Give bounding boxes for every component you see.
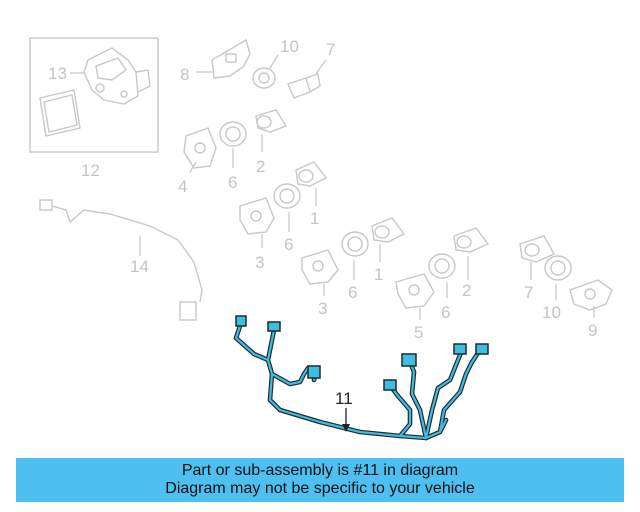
label-2-a: 2	[256, 157, 265, 176]
ring-part-6-d: 6	[428, 253, 456, 322]
sensor-part-2-b: 2	[453, 227, 490, 300]
info-banner: Part or sub-assembly is #11 in diagram D…	[16, 458, 624, 502]
label-10-top: 10	[280, 37, 299, 56]
label-6-c: 6	[348, 283, 357, 302]
label-6-a: 6	[228, 173, 237, 192]
ring-part-6-a: 6	[219, 121, 247, 192]
label-4: 4	[178, 177, 187, 196]
label-3-b: 3	[318, 299, 327, 318]
label-6-b: 6	[284, 235, 293, 254]
connector-icon	[453, 343, 467, 355]
label-1-a: 1	[310, 209, 319, 228]
label-14: 14	[130, 257, 149, 276]
bracket-part-9: 9	[569, 279, 613, 340]
sensor-part-1-b: 1	[371, 217, 406, 284]
connector-icon	[235, 315, 247, 327]
connector-icon	[307, 365, 321, 379]
bracket-part-3-a: 3	[239, 197, 275, 272]
ring-part-10-top: 10	[252, 37, 299, 89]
bracket-part-8: 8	[180, 38, 251, 84]
wiring-harness-part-11: 11	[233, 315, 489, 441]
control-module	[39, 89, 81, 137]
label-3-a: 3	[255, 253, 264, 272]
ring-part-6-c: 6	[341, 231, 369, 302]
label-7-top: 7	[326, 40, 335, 59]
bracket-part-5: 5	[395, 273, 435, 342]
label-2-b: 2	[462, 281, 471, 300]
banner-line-1: Part or sub-assembly is #11 in diagram	[181, 462, 459, 479]
banner-line-2: Diagram may not be specific to your vehi…	[165, 480, 475, 497]
label-12: 12	[81, 161, 100, 180]
label-13: 13	[48, 64, 67, 83]
label-7-b: 7	[524, 283, 533, 302]
connector-icon	[401, 353, 417, 367]
label-5: 5	[414, 323, 423, 342]
label-10-b: 10	[542, 303, 561, 322]
label-9: 9	[588, 321, 597, 340]
ring-part-6-b: 6	[273, 183, 301, 254]
parts-diagram: 13 12 8 10 7 4 6 2	[29, 37, 613, 441]
module-box: 13	[29, 37, 159, 153]
connector-icon	[267, 321, 281, 332]
connector-icon	[383, 379, 397, 391]
label-11: 11	[335, 389, 353, 408]
bracket-part-3-b: 3	[301, 249, 339, 318]
sensor-part-7-top: 7	[287, 40, 335, 99]
label-6-d: 6	[441, 303, 450, 322]
connector-icon	[475, 343, 489, 355]
label-1-b: 1	[374, 265, 383, 284]
bracket-part-13	[83, 47, 151, 105]
sensor-part-2-a: 2	[255, 109, 288, 176]
wire-part-14: 14	[39, 199, 203, 321]
bracket-part-4: 4	[178, 127, 217, 196]
ring-part-10-b: 10	[542, 255, 572, 322]
sensor-part-7-b: 7	[519, 235, 555, 302]
sensor-part-1-a: 1	[295, 161, 328, 228]
label-8: 8	[180, 65, 189, 84]
